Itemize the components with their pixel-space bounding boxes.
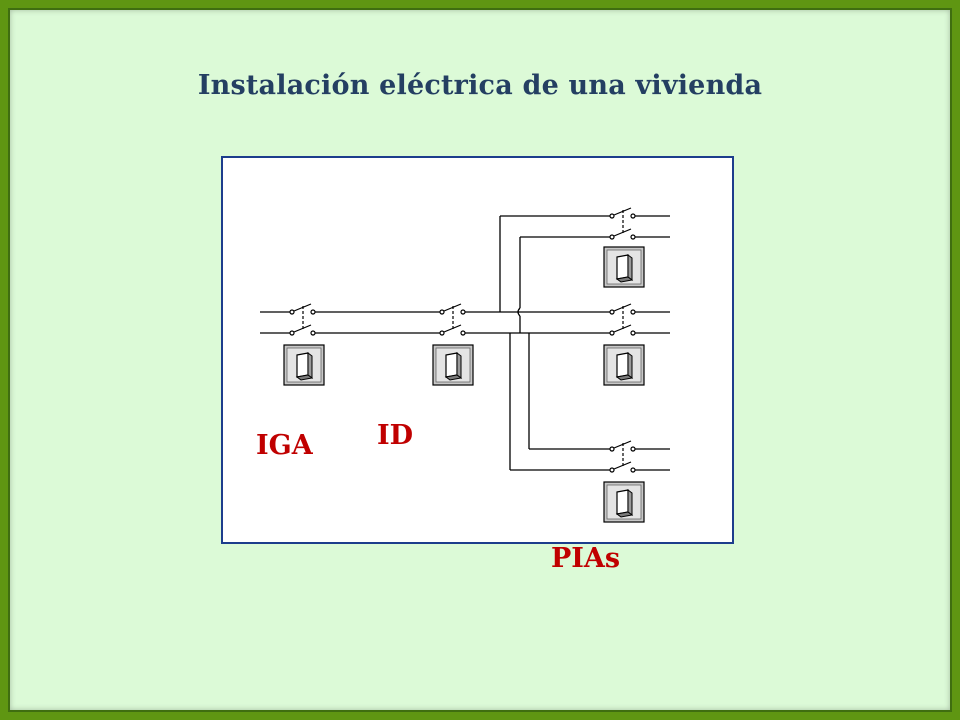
- breaker-switch-icon: [283, 344, 325, 386]
- contact-switch-icon: [439, 303, 466, 336]
- label-id: ID: [377, 420, 414, 451]
- breaker-switch-icon: [603, 246, 645, 288]
- breaker-switch-icon: [432, 344, 474, 386]
- circuit-diagram: [221, 156, 734, 544]
- page-title: Instalación eléctrica de una vivienda: [197, 70, 763, 101]
- label-pias: PIAs: [551, 543, 621, 574]
- contact-switch-icon: [609, 303, 636, 336]
- label-iga: IGA: [256, 430, 313, 461]
- contact-switch-icon: [609, 440, 636, 473]
- breaker-switch-icon: [603, 344, 645, 386]
- contact-switch-icon: [609, 207, 636, 240]
- breaker-switch-icon: [603, 481, 645, 523]
- wiring-schematic: [260, 207, 670, 523]
- contact-switch-icon: [289, 303, 316, 336]
